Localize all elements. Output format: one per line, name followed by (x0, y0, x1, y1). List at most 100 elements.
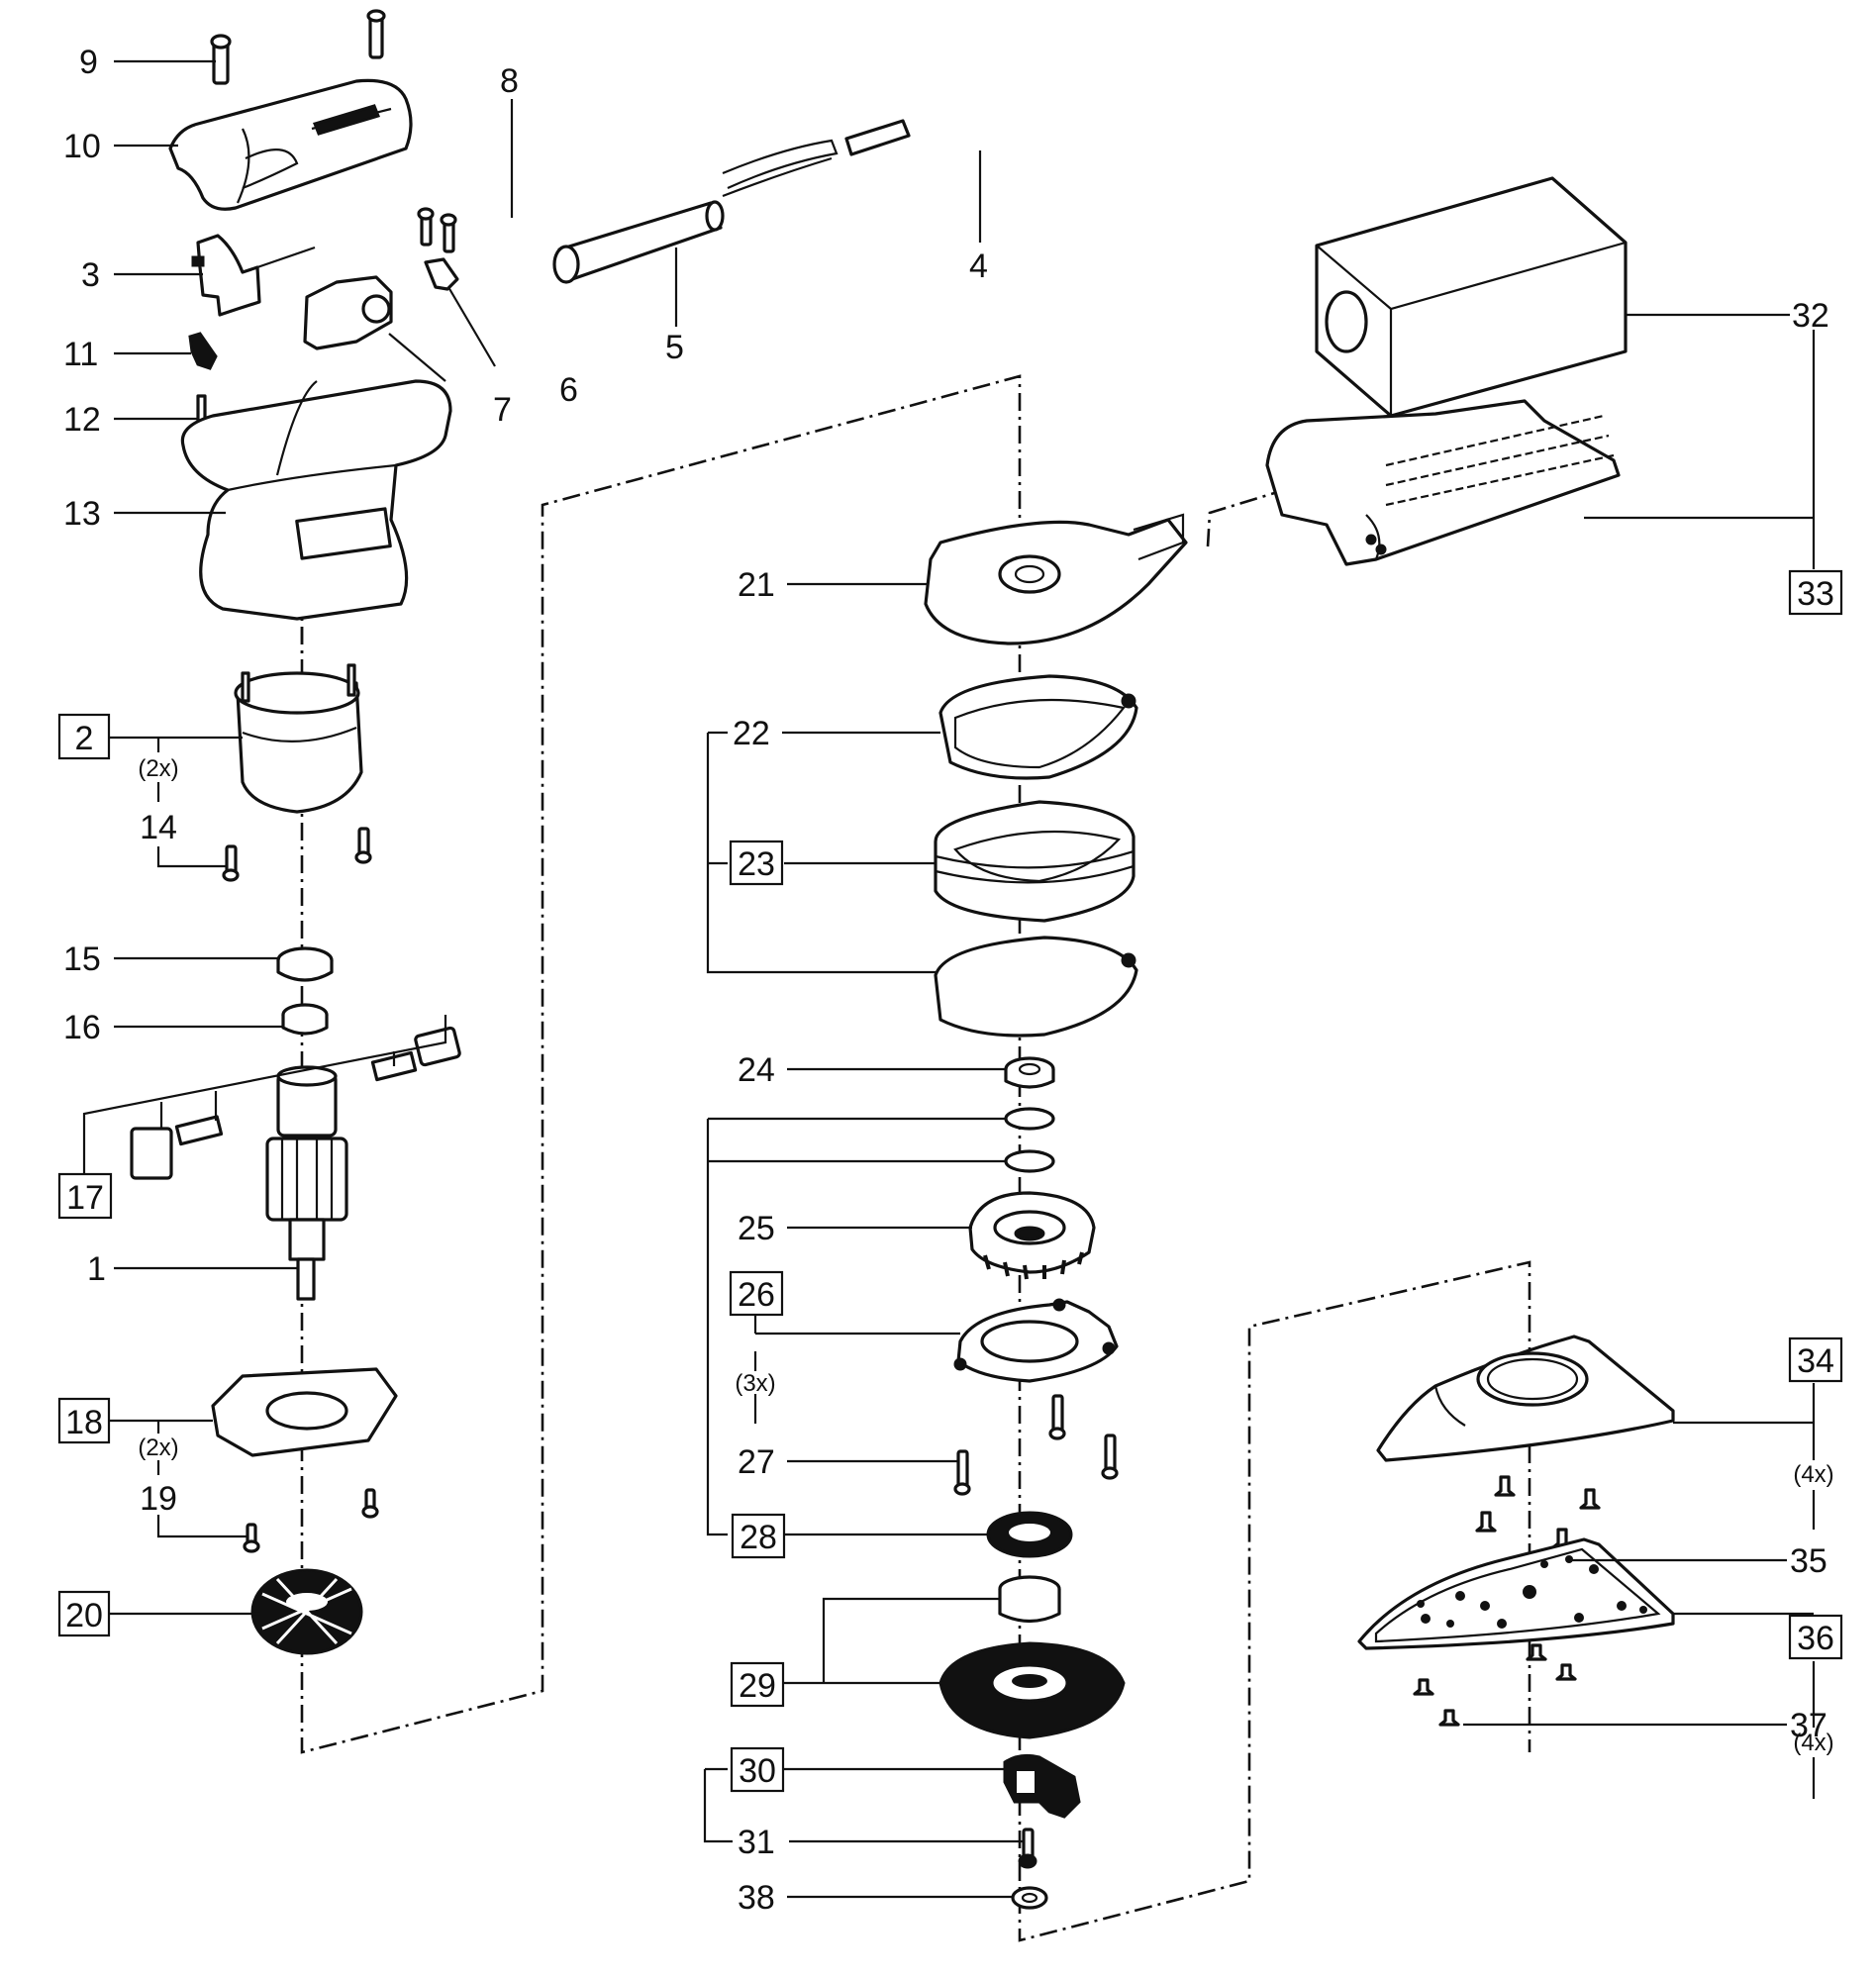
counterweight-30 (1003, 1753, 1081, 1819)
label-32: 32 (1792, 297, 1829, 335)
handle-cover-10 (168, 78, 413, 211)
label-box-2 (57, 713, 111, 760)
label-box-23 (729, 840, 784, 886)
label-22: 22 (733, 715, 770, 752)
label-24: 24 (738, 1051, 775, 1089)
dust-housing-21 (924, 513, 1188, 645)
leader-lines (82, 59, 1816, 1899)
screw-31 (1018, 1828, 1037, 1869)
air-guide-plate-18 (211, 1367, 398, 1457)
label-box-18 (57, 1397, 111, 1444)
switch-3 (191, 234, 316, 317)
motor-housing-13 (180, 379, 452, 621)
bearing-24 (1004, 1056, 1055, 1089)
label-23: 23 (738, 845, 775, 883)
cord-sleeve-5 (552, 200, 725, 284)
label-38: 38 (738, 1879, 775, 1917)
label-box-29 (730, 1661, 785, 1708)
callout-labels: 9 10 3 11 12 13 8 7 6 5 4 2 (2x) 14 15 1… (57, 44, 1843, 1917)
field-stator-2 (234, 663, 363, 814)
label-33: 33 (1797, 575, 1834, 613)
seal-ring-lower (934, 936, 1138, 1038)
screw-35-set (1475, 1475, 1601, 1549)
bearing-kit-28 (986, 1511, 1073, 1558)
label-8: 8 (500, 62, 519, 100)
label-box-28 (731, 1513, 786, 1559)
label-34: 34 (1797, 1342, 1834, 1380)
dust-bag-32 (1315, 176, 1628, 418)
label-12: 12 (63, 401, 101, 439)
axis-left-motor (300, 374, 1531, 1942)
armature-1 (265, 1065, 348, 1301)
fan-20 (250, 1568, 363, 1655)
label-9: 9 (79, 44, 98, 81)
label-31: 31 (738, 1824, 775, 1861)
power-cord-4 (722, 119, 911, 198)
qty-14: (2x) (138, 755, 178, 782)
screw-27-set (953, 1394, 1119, 1496)
eccentric-bearing-29 (998, 1575, 1061, 1624)
screw-14-pair (222, 827, 372, 882)
qty-27: (3x) (735, 1370, 775, 1397)
label-15: 15 (63, 940, 101, 978)
label-30: 30 (739, 1752, 776, 1790)
screw-8-pair (417, 207, 457, 253)
screw-19-pair (243, 1488, 379, 1553)
bellows-seal-23 (934, 800, 1135, 923)
label-28: 28 (740, 1519, 777, 1556)
label-4: 4 (969, 248, 988, 285)
fan-wheel-25 (968, 1191, 1096, 1280)
cord-clamp-6 (424, 257, 459, 291)
ring-small-2 (1004, 1149, 1055, 1173)
qty-35: (4x) (1793, 1461, 1833, 1488)
label-7: 7 (493, 391, 512, 429)
label-2: 2 (75, 720, 94, 757)
label-box-34 (1788, 1336, 1843, 1383)
screw-37-set (1413, 1643, 1577, 1727)
label-box-20 (57, 1590, 111, 1637)
eccentric-assembly-29 (938, 1641, 1126, 1739)
label-21: 21 (738, 566, 775, 604)
label-29: 29 (739, 1667, 776, 1705)
bearing-16 (281, 1003, 329, 1036)
label-box-30 (730, 1746, 785, 1793)
label-box-36 (1788, 1614, 1843, 1660)
speed-control-7 (303, 275, 393, 350)
parts (130, 9, 1675, 1910)
label-25: 25 (738, 1210, 775, 1247)
label-17: 17 (66, 1179, 104, 1217)
label-box-17 (57, 1172, 113, 1220)
label-19: 19 (140, 1480, 177, 1518)
label-13: 13 (63, 495, 101, 533)
sanding-pad-base-34 (1376, 1335, 1675, 1462)
screw-top (366, 9, 386, 59)
label-36: 36 (1797, 1620, 1834, 1657)
dust-box-33 (1265, 399, 1621, 566)
seal-ring-22 (938, 674, 1138, 780)
label-37: 37 (1790, 1707, 1827, 1744)
label-14: 14 (140, 809, 177, 846)
label-11: 11 (63, 336, 98, 373)
label-box-33 (1788, 569, 1843, 616)
label-27: 27 (738, 1443, 775, 1481)
assembly-axes (300, 374, 1531, 1942)
bearing-cover-26 (953, 1298, 1119, 1383)
ring-small-1 (1004, 1107, 1055, 1131)
label-1: 1 (87, 1250, 106, 1288)
label-10: 10 (63, 128, 101, 165)
bearing-15 (276, 946, 334, 982)
label-35: 35 (1790, 1542, 1827, 1580)
label-6: 6 (559, 371, 578, 409)
switch-slider-11 (188, 332, 218, 370)
label-box-26 (729, 1270, 784, 1317)
carbon-brush-set-17 (130, 1026, 461, 1180)
label-18: 18 (65, 1404, 103, 1441)
washer-38 (1011, 1886, 1048, 1910)
label-3: 3 (81, 256, 100, 294)
label-26: 26 (738, 1276, 775, 1314)
label-20: 20 (65, 1597, 103, 1634)
sanding-pad-36 (1357, 1537, 1675, 1650)
qty-37: (4x) (1793, 1730, 1833, 1756)
qty-19: (2x) (138, 1435, 178, 1461)
